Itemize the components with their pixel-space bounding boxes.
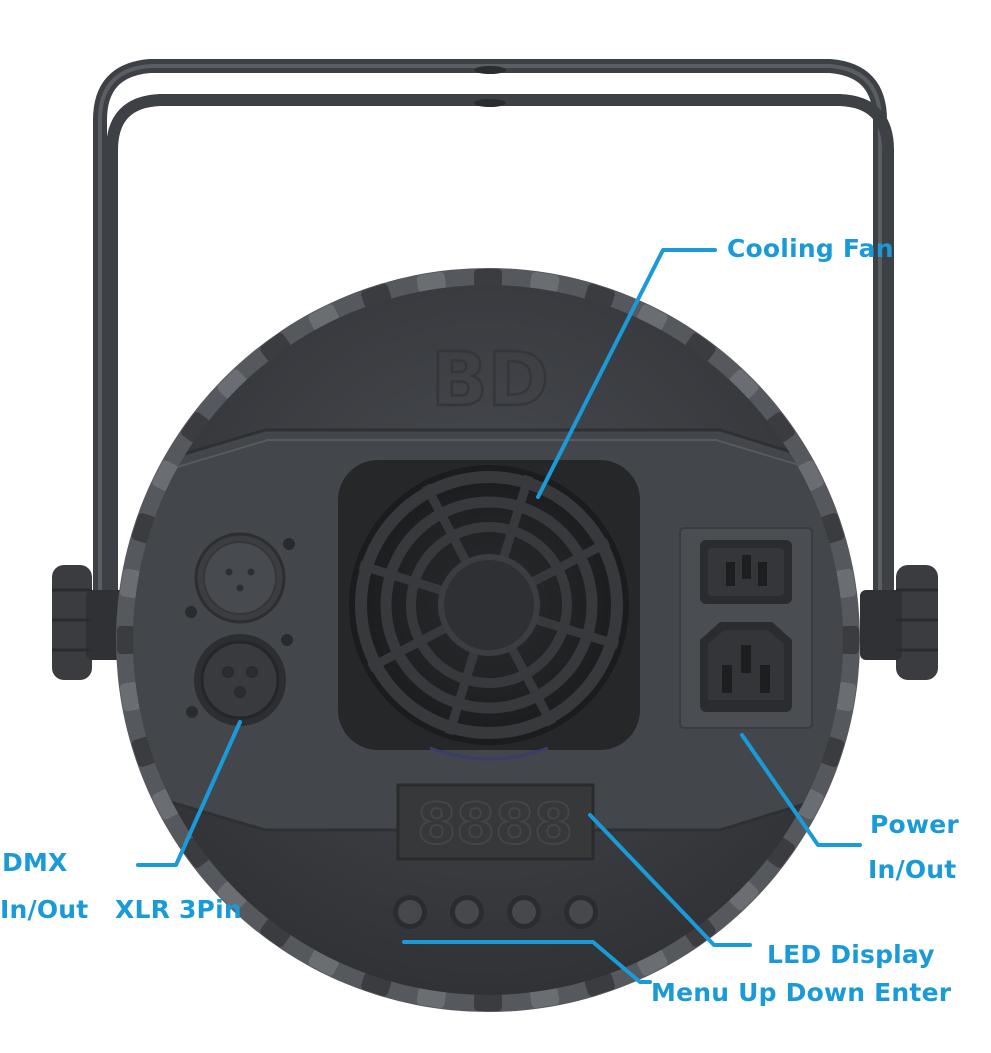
heatsink-fin [117, 626, 135, 654]
fan-grill-spoke [367, 623, 449, 672]
callout-lines [136, 248, 862, 984]
heatsink-fin [416, 987, 447, 1009]
fan-grill-spoke [529, 538, 611, 587]
brand-logo: BD [431, 337, 549, 423]
heatsink-fin [637, 304, 668, 331]
heatsink-fin [260, 918, 291, 947]
heatsink-fin [729, 369, 759, 399]
heatsink-fin [835, 681, 857, 712]
cooling-fan [338, 460, 640, 761]
power-callout-line [740, 733, 862, 847]
fan-grill-spoke [358, 560, 445, 596]
heatsink-fin [119, 681, 141, 712]
heatsink-fin [529, 271, 560, 293]
heatsink-fin [152, 460, 179, 491]
power-label: Power [870, 810, 959, 839]
dmx-out-connector [186, 634, 293, 726]
up-button-cap[interactable] [455, 900, 479, 924]
fan-grill-spoke [533, 614, 620, 650]
heatsink-fin [766, 412, 795, 443]
heatsink-fin [729, 881, 759, 911]
power-connectors [679, 527, 813, 729]
heatsink-fin [637, 949, 668, 976]
cooling-fan-label: Cooling Fan [727, 234, 894, 263]
fan-grill-spoke [498, 474, 534, 561]
dmx-label: DMX [2, 848, 68, 877]
dmx-inout-label: In/Out [0, 895, 89, 924]
heatsink-fin [217, 881, 247, 911]
buttons-label: Menu Up Down Enter [651, 978, 952, 1007]
heatsink-fin [119, 568, 141, 599]
heatsink-fin [181, 412, 210, 443]
power-inout-label: In/Out [868, 855, 957, 884]
buttons-callout-line [402, 940, 652, 984]
dmx-callout-line [136, 720, 242, 867]
fan-grill-spoke [422, 483, 471, 565]
heatsink-fin [841, 626, 859, 654]
led-display: 8888 [396, 783, 595, 861]
heatsink-fin [474, 269, 502, 287]
led-display-label: LED Display [767, 940, 935, 969]
dmx-in-connector [185, 532, 295, 624]
heatsink-fin [474, 993, 502, 1011]
heatsink-fin [181, 837, 210, 868]
xlr-label: XLR 3Pin [115, 895, 242, 924]
enter-button-cap[interactable] [569, 900, 593, 924]
control-buttons[interactable] [393, 895, 598, 929]
heatsink-fin [416, 271, 447, 293]
heatsink-fin [260, 333, 291, 362]
heatsink-fin [835, 568, 857, 599]
led-display-callout-line [588, 813, 752, 947]
heatsink-fin [529, 987, 560, 1009]
power-in-socket [700, 622, 792, 712]
fixture-housing [116, 268, 860, 1012]
yoke-bracket [93, 59, 894, 640]
dmx-xlr-connectors [185, 532, 295, 726]
fan-grill-spoke [444, 649, 480, 736]
heatsink-fin [152, 789, 179, 820]
right-tilt-knob [860, 565, 938, 680]
cooling-fan-callout-line [536, 248, 717, 499]
menu-button-cap[interactable] [398, 900, 422, 924]
heatsink-fin [766, 837, 795, 868]
heatsink-fin [797, 789, 824, 820]
down-button-cap[interactable] [512, 900, 536, 924]
led-display-digits: 8888 [417, 792, 573, 857]
heatsink-fin [217, 369, 247, 399]
power-out-socket [700, 540, 792, 604]
heatsink-fin [685, 333, 716, 362]
heatsink-fin [308, 304, 339, 331]
heatsink-fin [308, 949, 339, 976]
heatsink-fin [797, 460, 824, 491]
fan-grill-spoke [507, 645, 556, 727]
